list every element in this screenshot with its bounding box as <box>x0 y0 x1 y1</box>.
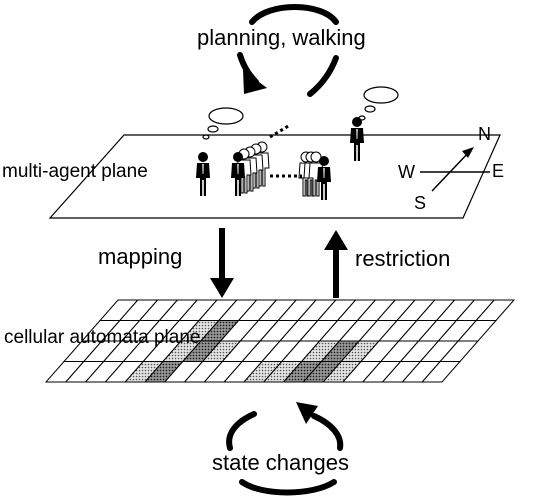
bottom-cycle-arrowhead <box>296 402 318 424</box>
cellular-automata-grid <box>44 299 516 383</box>
top-cycle-right-tail <box>307 55 339 97</box>
compass-ns-axis <box>431 150 471 192</box>
compass-north-label: N <box>478 124 491 144</box>
bottom-cycle-left-arc <box>226 411 257 451</box>
compass <box>420 150 490 192</box>
compass-south-label: S <box>414 193 427 213</box>
thought-bubble-left <box>202 107 244 140</box>
top-cycle-upper-arc <box>249 4 339 25</box>
cellular-automata-plane-label: cellular automata plane <box>4 327 201 348</box>
restriction-label: restriction <box>355 246 451 271</box>
thought-bubble-right <box>358 86 399 121</box>
restriction-arrow <box>324 230 348 298</box>
top-cycle-arrowhead <box>243 70 267 94</box>
bottom-cycle-label: state changes <box>212 450 349 475</box>
agent-group-right-queue <box>298 151 331 200</box>
multi-agent-plane-label: multi-agent plane <box>2 161 148 182</box>
bottom-cycle-lower-arc <box>239 479 337 496</box>
top-cycle-label: planning, walking <box>197 25 366 50</box>
mapping-arrow <box>210 228 234 298</box>
compass-north-arrowhead <box>462 147 474 158</box>
compass-east-label: E <box>492 161 505 181</box>
bottom-cycle-arrows <box>226 411 344 496</box>
bottom-cycle-right-arc <box>311 413 344 451</box>
grid-cell <box>421 361 462 383</box>
queue-ellipsis-dots <box>269 123 302 178</box>
multi-agent-plane <box>48 134 501 219</box>
mapping-label: mapping <box>98 244 183 269</box>
compass-west-label: W <box>398 162 415 182</box>
